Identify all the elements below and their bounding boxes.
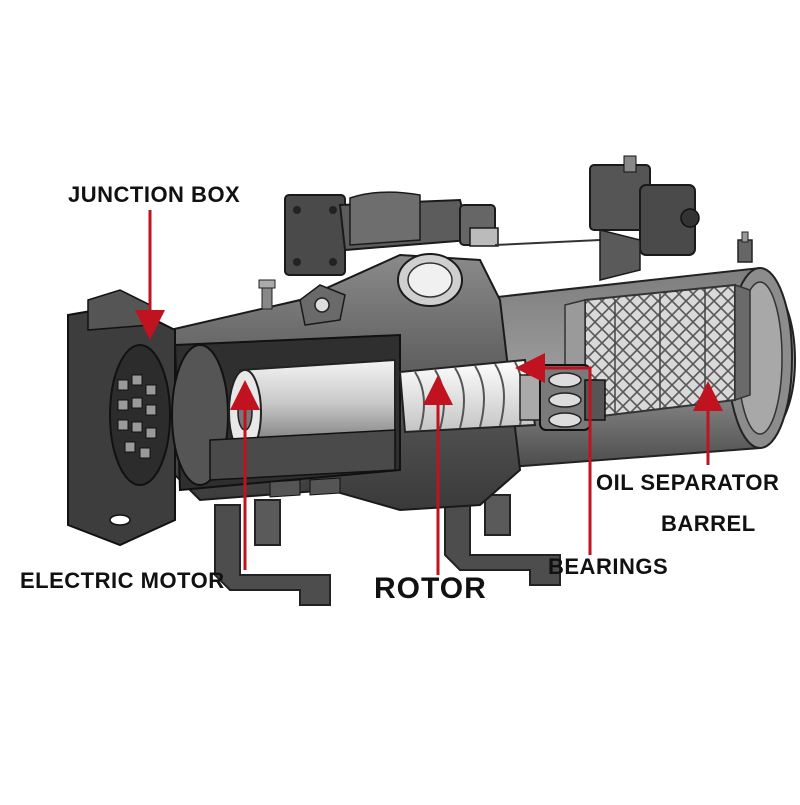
label-oil-separator: OIL SEPARATOR <box>596 470 780 495</box>
label-bearings: BEARINGS <box>548 554 669 579</box>
arrow-bearings <box>515 353 592 555</box>
mounting-feet <box>214 494 561 606</box>
label-rotor: ROTOR <box>374 572 487 605</box>
junction-box <box>67 289 176 547</box>
terminal-block <box>117 374 157 459</box>
screw-rotor <box>398 358 541 434</box>
label-barrel: BARREL <box>661 511 756 536</box>
electric-motor <box>171 333 401 498</box>
label-electric-motor: ELECTRIC MOTOR <box>20 568 225 593</box>
label-junction-box: JUNCTION BOX <box>68 182 241 207</box>
callout-arrows <box>135 210 723 575</box>
top-valves <box>284 155 700 281</box>
